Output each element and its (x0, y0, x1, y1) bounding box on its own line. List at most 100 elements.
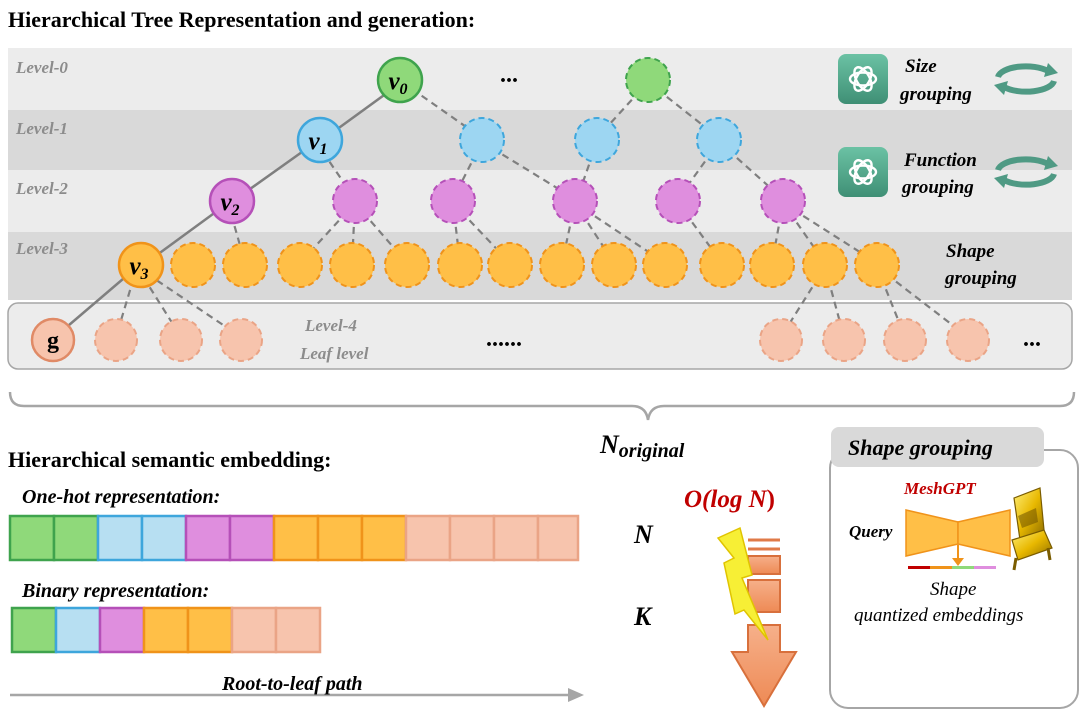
leaf-right-ellipsis: ... (1023, 326, 1041, 352)
level-1-node (574, 117, 620, 163)
node-v1-label: v1 (308, 128, 327, 158)
level-3-node (222, 242, 268, 288)
leaf-node (159, 318, 203, 362)
leaf-node (883, 318, 927, 362)
level-1-node (696, 117, 742, 163)
onehot-cell (448, 514, 496, 562)
band-level-4 (7, 302, 1073, 370)
level-3-node (642, 242, 688, 288)
node-v0 (376, 56, 424, 104)
level-3-nodes (170, 242, 900, 288)
node-v0-label: v0 (388, 68, 407, 98)
leaf-node-g-label: g (47, 328, 59, 354)
leaf-node (94, 318, 138, 362)
shape-label: Shape (930, 579, 976, 600)
n-original-label: Noriginal (599, 430, 685, 462)
query-label: Query (849, 522, 893, 541)
onehot-label: One-hot representation: (22, 486, 220, 508)
path-arrowhead (568, 688, 584, 702)
level-1-node (459, 117, 505, 163)
level-bands (7, 48, 1073, 370)
level-0-label: Level-0 (15, 58, 68, 77)
leaf-node-g (30, 317, 76, 363)
binary-label: Binary representation: (21, 580, 209, 602)
shape-panel-header (831, 427, 1044, 467)
binary-cell (230, 606, 278, 654)
level-2-node (430, 178, 476, 224)
band-level-1 (8, 110, 1072, 170)
size-grouping-line1: Size (905, 56, 937, 77)
level-3-label: Level-3 (15, 239, 68, 258)
onehot-cell (316, 514, 364, 562)
band-level-3 (8, 232, 1072, 300)
level-0-node (625, 57, 671, 103)
tree-section-title: Hierarchical Tree Representation and gen… (8, 7, 475, 32)
level-3-node (699, 242, 745, 288)
tree-bracket (8, 391, 1076, 421)
level-1-nodes (459, 117, 742, 163)
level-0-ellipsis: ... (500, 62, 518, 88)
level-4-label: Level-4 (304, 316, 357, 335)
binary-cell (142, 606, 190, 654)
n-label: N (633, 520, 654, 549)
binary-vector (10, 606, 322, 654)
chair-icon (1011, 487, 1053, 571)
quantized-label: quantized embeddings (854, 605, 1023, 626)
level-3-node (854, 242, 900, 288)
level-1-label: Level-1 (15, 119, 68, 138)
level-3-node (802, 242, 848, 288)
level-2-nodes (332, 178, 806, 224)
leaf-node (822, 318, 866, 362)
shape-grouping-line2: grouping (944, 268, 1017, 289)
level-3-node (437, 242, 483, 288)
level-2-node (552, 178, 598, 224)
node-v2-label: v2 (220, 189, 239, 219)
complexity-olog: O(log N) (684, 486, 775, 513)
level-3-node (277, 242, 323, 288)
level-2-node (332, 178, 378, 224)
size-grouping-line2: grouping (899, 84, 972, 105)
onehot-cell (140, 514, 188, 562)
onehot-cell (184, 514, 232, 562)
level-3-node (329, 242, 375, 288)
node-v3 (117, 241, 165, 289)
shape-panel-title: Shape grouping (848, 435, 993, 460)
level-3-node (591, 242, 637, 288)
onehot-cell (96, 514, 144, 562)
meshgpt-label: MeshGPT (903, 479, 976, 498)
level-2-label: Level-2 (15, 179, 68, 198)
onehot-cell (360, 514, 408, 562)
cycle-icon (994, 156, 1058, 188)
compression-arrow (730, 538, 798, 708)
function-grouping-line2: grouping (901, 177, 974, 198)
gpt-icon (838, 147, 888, 197)
leaf-node (946, 318, 990, 362)
node-v1 (296, 116, 344, 164)
autoencoder-icon (905, 509, 1011, 569)
level-2-node (760, 178, 806, 224)
node-v3-label: v3 (129, 253, 148, 283)
onehot-cell (8, 514, 56, 562)
leaf-node (759, 318, 803, 362)
level-3-node (487, 242, 533, 288)
onehot-cell (404, 514, 452, 562)
binary-cell (274, 606, 322, 654)
gpt-icon (838, 54, 888, 104)
k-label: K (633, 602, 653, 631)
leaf-level-label: Leaf level (299, 344, 369, 363)
onehot-cell (536, 514, 580, 562)
binary-cell (54, 606, 102, 654)
band-level-0 (8, 48, 1072, 110)
onehot-cell (492, 514, 540, 562)
level-3-node (539, 242, 585, 288)
embedding-section-title: Hierarchical semantic embedding: (8, 447, 331, 472)
binary-cell (10, 606, 58, 654)
cycle-icon (994, 63, 1058, 95)
shape-grouping-line1: Shape (946, 241, 995, 262)
level-2-node (655, 178, 701, 224)
onehot-cell (52, 514, 100, 562)
level-3-node (384, 242, 430, 288)
onehot-cell (228, 514, 276, 562)
function-grouping-line1: Function (903, 150, 977, 171)
